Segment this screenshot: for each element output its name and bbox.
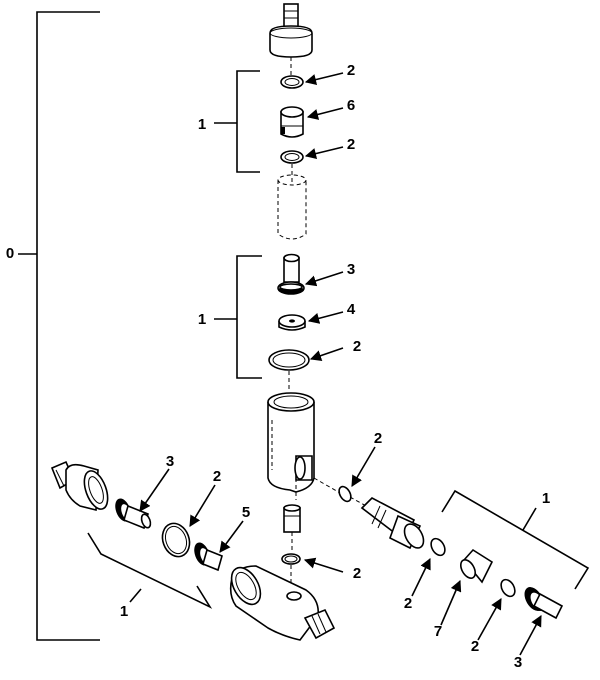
lower-stem — [283, 504, 301, 533]
leader-oring-body — [351, 446, 376, 487]
fitting-left — [194, 542, 223, 572]
oring-body — [338, 485, 352, 503]
seat-left — [115, 498, 152, 530]
callout-oring-right-b: 2 — [470, 638, 480, 655]
callout-fitting-left: 5 — [241, 504, 251, 521]
leader-cartridge-top — [306, 107, 344, 120]
callout-oring-mid: 2 — [352, 338, 362, 355]
kit-bracket-right-tick — [522, 507, 537, 531]
leader-oring-left — [189, 484, 216, 527]
cartridge-right — [459, 548, 494, 584]
kit-bracket-lower-left-tick — [129, 588, 142, 603]
callout-oring-right-a: 2 — [403, 595, 413, 612]
leader-oring-right-b — [477, 598, 502, 641]
barrel-housing — [277, 174, 307, 240]
kit-bracket-upper — [236, 70, 260, 173]
leader-oring-bottom — [303, 557, 344, 573]
leader-seat-middle — [304, 271, 344, 287]
oring-top-b — [280, 150, 304, 164]
callout-oring-bottom: 2 — [352, 565, 362, 582]
callout-cartridge-right: 7 — [433, 623, 443, 640]
callout-assembly: 0 — [5, 245, 15, 262]
kit-bracket-right — [441, 489, 590, 590]
callout-oring-top-a: 2 — [346, 62, 356, 79]
oring-top-a — [280, 75, 304, 89]
cartridge-top — [280, 106, 304, 138]
washer — [278, 314, 306, 331]
kit-bracket-lower-left — [87, 532, 213, 609]
leader-oring-top-a — [304, 72, 344, 86]
leader-cartridge-right — [440, 579, 462, 626]
tee-body — [267, 392, 315, 500]
callout-washer: 4 — [346, 301, 356, 318]
leader-washer — [307, 311, 344, 324]
callout-oring-left: 2 — [212, 468, 222, 485]
kit-bracket-middle — [236, 255, 262, 379]
callout-cartridge-top: 6 — [346, 97, 356, 114]
assembly-bracket — [18, 11, 100, 641]
callout-oring-body: 2 — [373, 430, 383, 447]
seat-right — [524, 587, 564, 620]
leader-fitting-left — [219, 520, 244, 553]
leader-oring-right-a — [411, 557, 431, 597]
oring-right-a — [430, 537, 446, 557]
leader-oring-mid — [309, 347, 344, 362]
callout-seat-middle: 3 — [346, 261, 356, 278]
oring-right-b — [500, 578, 516, 598]
callout-kit-right: 1 — [541, 490, 551, 507]
seat-middle — [277, 253, 305, 295]
callout-kit-middle: 1 — [197, 311, 207, 328]
callout-kit-upper: 1 — [197, 116, 207, 133]
callout-seat-left: 3 — [165, 453, 175, 470]
leader-oring-top-b — [304, 146, 344, 160]
left-hose-fitting — [50, 460, 109, 512]
top-cap-fitting — [269, 3, 313, 58]
lower-tee-body — [229, 565, 336, 641]
leader-seat-left — [139, 468, 170, 512]
callout-oring-top-b: 2 — [346, 136, 356, 153]
callout-seat-right: 3 — [513, 654, 523, 671]
oring-left — [161, 522, 191, 558]
leader-seat-right — [519, 615, 542, 656]
right-fitting — [360, 497, 425, 550]
callout-kit-lower-left: 1 — [119, 603, 129, 620]
